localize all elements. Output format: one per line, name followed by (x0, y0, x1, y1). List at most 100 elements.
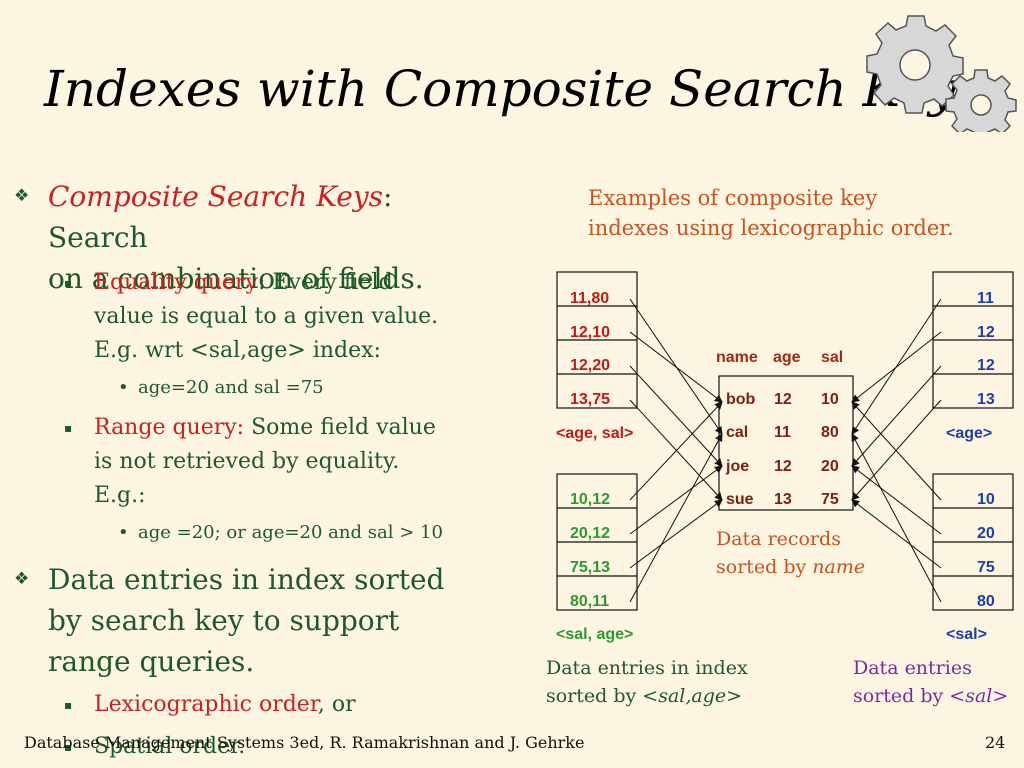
data-entries-line1: Data entries in index sorted (48, 563, 445, 596)
index-caption-key: sal,age (658, 685, 727, 707)
pointer-arrow (629, 433, 723, 603)
age-sal-entry: 11,80 (570, 290, 610, 307)
pointer-arrow (629, 465, 723, 535)
sal-entry: 20 (977, 525, 995, 542)
index-caption: Data entries in index sorted by <sal,age… (546, 654, 748, 710)
age-sal-entry: 12,10 (570, 324, 611, 341)
records-header-age: age (773, 349, 801, 366)
age-sal-entry: 13,75 (570, 391, 611, 408)
gears-icon (866, 15, 1017, 132)
bullet-composite-keys: ❖ Composite Search Keys: Search on a com… (14, 176, 498, 299)
age-entry: 11 (977, 290, 994, 307)
diamond-bullet-icon: ❖ (14, 186, 30, 206)
sal-entry: 10 (977, 491, 995, 508)
sal-age-entry: 80,11 (570, 593, 610, 610)
record-age: 12 (774, 458, 792, 475)
equality-term: Equality query (94, 270, 258, 295)
page-number: 24 (985, 733, 1006, 752)
lexicographic-term: Lexicographic order (94, 692, 318, 717)
pointer-arrow (851, 499, 942, 569)
range-example: • age =20; or age=20 and sal > 10 (118, 520, 443, 546)
records-caption-key: name (812, 556, 866, 578)
range-line3: E.g.: (94, 483, 146, 508)
age-sal-entry: 12,20 (570, 357, 611, 374)
range-example-text: age =20; or age=20 and sal > 10 (138, 522, 443, 543)
composite-index-diagram (556, 271, 1014, 611)
pointer-arrow (629, 401, 723, 501)
composite-keys-line2: on a combination of fields. (48, 262, 424, 295)
range-rest: Some field value (244, 415, 436, 440)
slide-title: Indexes with Composite Search Keys (44, 60, 983, 118)
square-bullet-icon: ▪ (64, 740, 73, 754)
record-name: cal (726, 424, 749, 441)
examples-caption-line2: indexes using lexicographic order. (588, 216, 954, 240)
record-age: 11 (774, 424, 791, 441)
index-caption-line1: Data entries in index (546, 657, 748, 679)
pointer-arrow (629, 365, 723, 467)
pointer-arrow (851, 365, 942, 467)
equality-example: • age=20 and sal =75 (118, 375, 324, 401)
examples-caption-line1: Examples of composite key (588, 186, 878, 210)
composite-keys-rest: : Search (48, 180, 393, 254)
data-entries-line3: range queries. (48, 645, 255, 678)
dot-bullet-icon: • (118, 377, 129, 398)
record-sal: 20 (821, 458, 839, 475)
equality-example-text: age=20 and sal =75 (138, 377, 324, 398)
examples-caption: Examples of composite key indexes using … (588, 183, 954, 243)
record-name: sue (726, 491, 754, 508)
records-caption-line2: sorted by (716, 556, 813, 578)
square-bullet-icon: ▪ (64, 698, 73, 712)
data-records-box (718, 375, 854, 511)
record-name: bob (726, 391, 756, 408)
sal-entry: 80 (977, 593, 995, 610)
lexicographic-rest: , or (317, 692, 356, 717)
entries-caption: Data entries sorted by <sal> (853, 654, 1008, 710)
record-age: 13 (774, 491, 792, 508)
record-sal: 10 (821, 391, 839, 408)
data-entries-line2: by search key to support (48, 604, 400, 637)
pointer-arrow (629, 499, 723, 569)
record-name: joe (726, 458, 750, 475)
sal-age-entry: 10,12 (570, 491, 611, 508)
square-bullet-icon: ▪ (64, 421, 73, 435)
pointer-arrow (851, 401, 942, 501)
records-header-name: name (716, 349, 758, 366)
records-caption-line1: Data records (716, 528, 841, 550)
sal-age-entry: 20,12 (570, 525, 611, 542)
index-caption-end: > (726, 685, 743, 707)
diamond-bullet-icon: ❖ (14, 569, 30, 589)
square-bullet-icon: ▪ (64, 276, 73, 290)
bullet-equality-query: ▪ Equality query: Every field value is e… (64, 266, 504, 368)
equality-rest: : Every field (257, 270, 393, 295)
sal-entry: 75 (977, 559, 995, 576)
age-entry: 12 (977, 324, 995, 341)
composite-keys-term: Composite Search Keys (48, 180, 384, 213)
pointer-arrow (851, 465, 942, 535)
sal-index-label: <sal> (946, 626, 987, 643)
pointer-arrow (629, 331, 723, 403)
slide-footer: Database Management Systems 3ed, R. Rama… (24, 733, 585, 752)
records-header-sal: sal (821, 349, 844, 366)
record-sal: 75 (821, 491, 839, 508)
entries-caption-key: sal (965, 685, 993, 707)
record-sal: 80 (821, 424, 839, 441)
range-term: Range query: (94, 415, 245, 440)
pointer-arrow (851, 331, 942, 403)
index-caption-line2: sorted by < (546, 685, 659, 707)
entries-caption-line2: sorted by < (853, 685, 966, 707)
bullet-data-entries: ❖ Data entries in index sorted by search… (14, 559, 498, 682)
age-entry: 12 (977, 357, 995, 374)
entries-caption-end: > (992, 685, 1009, 707)
pointer-arrow (851, 433, 942, 603)
equality-line2: value is equal to a given value. (94, 304, 439, 329)
dot-bullet-icon: • (118, 522, 129, 543)
age-entry: 13 (977, 391, 995, 408)
spatial-text: Spatial order. (94, 734, 246, 759)
age-index-label: <age> (946, 425, 993, 442)
age-sal-index-label: <age, sal> (556, 425, 634, 442)
equality-line3: E.g. wrt <sal,age> index: (94, 338, 381, 363)
entries-caption-line1: Data entries (853, 657, 972, 679)
pointer-arrow (629, 399, 723, 501)
range-line2: is not retrieved by equality. (94, 449, 400, 474)
record-age: 12 (774, 391, 792, 408)
